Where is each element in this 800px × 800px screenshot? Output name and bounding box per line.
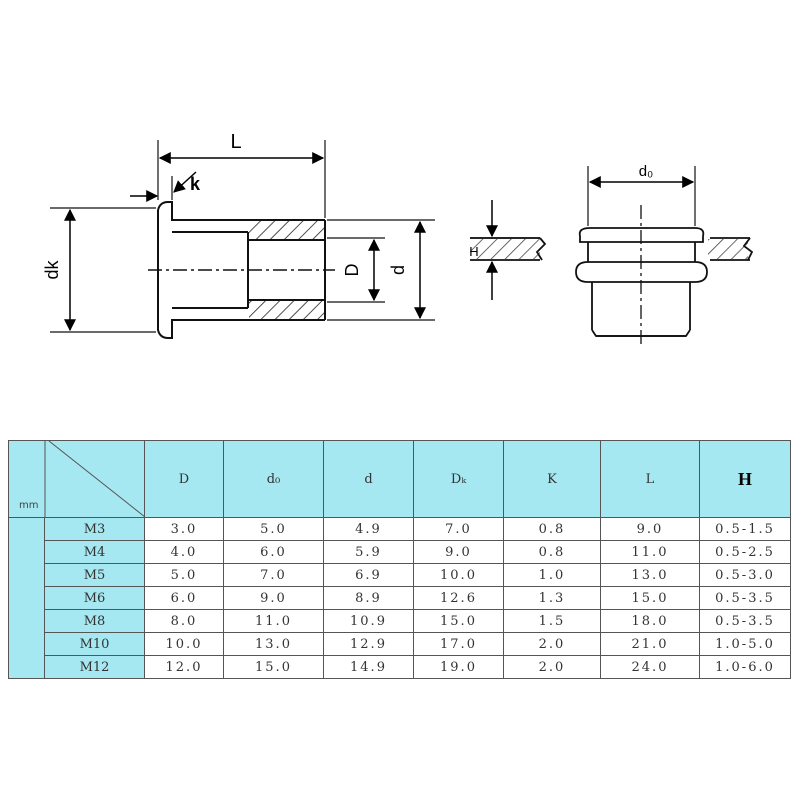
- cell-H: 0.5-3.5: [699, 586, 791, 610]
- size-cell: M3: [44, 517, 145, 541]
- header-H: H: [699, 440, 791, 518]
- cell-Dk: 15.0: [413, 609, 504, 633]
- cell-L: 18.0: [600, 609, 700, 633]
- header-Dk: Dₖ: [413, 440, 504, 518]
- table-row: M4 4.0 6.0 5.9 9.0 0.8 11.0 0.5-2.5: [9, 540, 791, 564]
- cell-D: 6.0: [144, 586, 224, 610]
- cell-d0: 7.0: [223, 563, 324, 587]
- cell-d: 4.9: [323, 517, 414, 541]
- cell-K: 0.8: [503, 517, 601, 541]
- header-d: d: [323, 440, 414, 518]
- cell-d0: 15.0: [223, 655, 324, 679]
- size-cell: M8: [44, 609, 145, 633]
- thread-hatch-bottom: [249, 301, 324, 319]
- header-D: D: [144, 440, 224, 518]
- cell-d0: 9.0: [223, 586, 324, 610]
- header-row: mm D d₀ d Dₖ K L H: [8, 440, 791, 518]
- cell-L: 24.0: [600, 655, 700, 679]
- cell-K: 1.0: [503, 563, 601, 587]
- size-cell: M10: [44, 632, 145, 656]
- size-cell: M5: [44, 563, 145, 587]
- cell-H: 0.5-3.0: [699, 563, 791, 587]
- cell-D: 5.0: [144, 563, 224, 587]
- cell-K: 1.5: [503, 609, 601, 633]
- header-K: K: [503, 440, 601, 518]
- cell-d: 8.9: [323, 586, 414, 610]
- cell-D: 10.0: [144, 632, 224, 656]
- label-dk: dk: [42, 259, 62, 279]
- cell-Dk: 7.0: [413, 517, 504, 541]
- label-d: d: [388, 265, 408, 275]
- cell-L: 15.0: [600, 586, 700, 610]
- table-row: M6 6.0 9.0 8.9 12.6 1.3 15.0 0.5-3.5: [9, 586, 791, 610]
- cell-Dk: 17.0: [413, 632, 504, 656]
- cell-D: 3.0: [144, 517, 224, 541]
- rivet-nut-drawing: L k dk D d d₀ H: [42, 131, 754, 345]
- cell-H: 1.0-5.0: [699, 632, 791, 656]
- cell-d: 12.9: [323, 632, 414, 656]
- table-row: M8 8.0 11.0 10.9 15.0 1.5 18.0 0.5-3.5: [9, 609, 791, 633]
- label-k: k: [190, 174, 201, 194]
- extension-lines: [50, 140, 435, 333]
- size-cell: M6: [44, 586, 145, 610]
- cell-L: 9.0: [600, 517, 700, 541]
- cell-d0: 11.0: [223, 609, 324, 633]
- label-H: H: [469, 244, 478, 259]
- cell-D: 4.0: [144, 540, 224, 564]
- cell-D: 12.0: [144, 655, 224, 679]
- cell-H: 1.0-6.0: [699, 655, 791, 679]
- cell-K: 2.0: [503, 655, 601, 679]
- size-cell: M12: [44, 655, 145, 679]
- label-D: D: [342, 264, 362, 277]
- corner-cell: mm: [8, 440, 145, 518]
- thread-hatch-top: [249, 221, 324, 239]
- cell-Dk: 9.0: [413, 540, 504, 564]
- row-sidebar: [8, 517, 45, 679]
- cell-H: 0.5-3.5: [699, 609, 791, 633]
- cell-Dk: 10.0: [413, 563, 504, 587]
- cell-d: 10.9: [323, 609, 414, 633]
- cell-K: 1.3: [503, 586, 601, 610]
- cell-H: 0.5-2.5: [699, 540, 791, 564]
- cell-K: 2.0: [503, 632, 601, 656]
- header-L: L: [600, 440, 700, 518]
- size-cell: M4: [44, 540, 145, 564]
- dim-k-right-arrow: [173, 171, 197, 193]
- table-row: M5 5.0 7.0 6.9 10.0 1.0 13.0 0.5-3.0: [9, 563, 791, 587]
- spec-table: mm D d₀ d Dₖ K L H M3 3.0 5.0 4.9 7.0 0.…: [8, 440, 791, 679]
- label-L: L: [230, 131, 241, 153]
- corner-diagonal: [44, 441, 145, 517]
- unit-label: mm: [19, 500, 39, 511]
- sheet-hatch-left: [470, 239, 540, 259]
- cell-d: 5.9: [323, 540, 414, 564]
- cell-H: 0.5-1.5: [699, 517, 791, 541]
- table-row: M10 10.0 13.0 12.9 17.0 2.0 21.0 1.0-5.0: [9, 632, 791, 656]
- cell-Dk: 12.6: [413, 586, 504, 610]
- cell-d: 14.9: [323, 655, 414, 679]
- table-row: M3 3.0 5.0 4.9 7.0 0.8 9.0 0.5-1.5: [8, 517, 791, 679]
- cell-d: 6.9: [323, 563, 414, 587]
- header-d0: d₀: [223, 440, 324, 518]
- cell-K: 0.8: [503, 540, 601, 564]
- label-d0: d₀: [639, 163, 654, 180]
- sheet-hatch-right: [708, 239, 748, 259]
- cell-Dk: 19.0: [413, 655, 504, 679]
- table-row: M12 12.0 15.0 14.9 19.0 2.0 24.0 1.0-6.0: [9, 655, 791, 679]
- cell-D: 8.0: [144, 609, 224, 633]
- cell-L: 21.0: [600, 632, 700, 656]
- cell-d0: 5.0: [223, 517, 324, 541]
- cell-L: 13.0: [600, 563, 700, 587]
- cell-d0: 6.0: [223, 540, 324, 564]
- cell-d0: 13.0: [223, 632, 324, 656]
- cell-L: 11.0: [600, 540, 700, 564]
